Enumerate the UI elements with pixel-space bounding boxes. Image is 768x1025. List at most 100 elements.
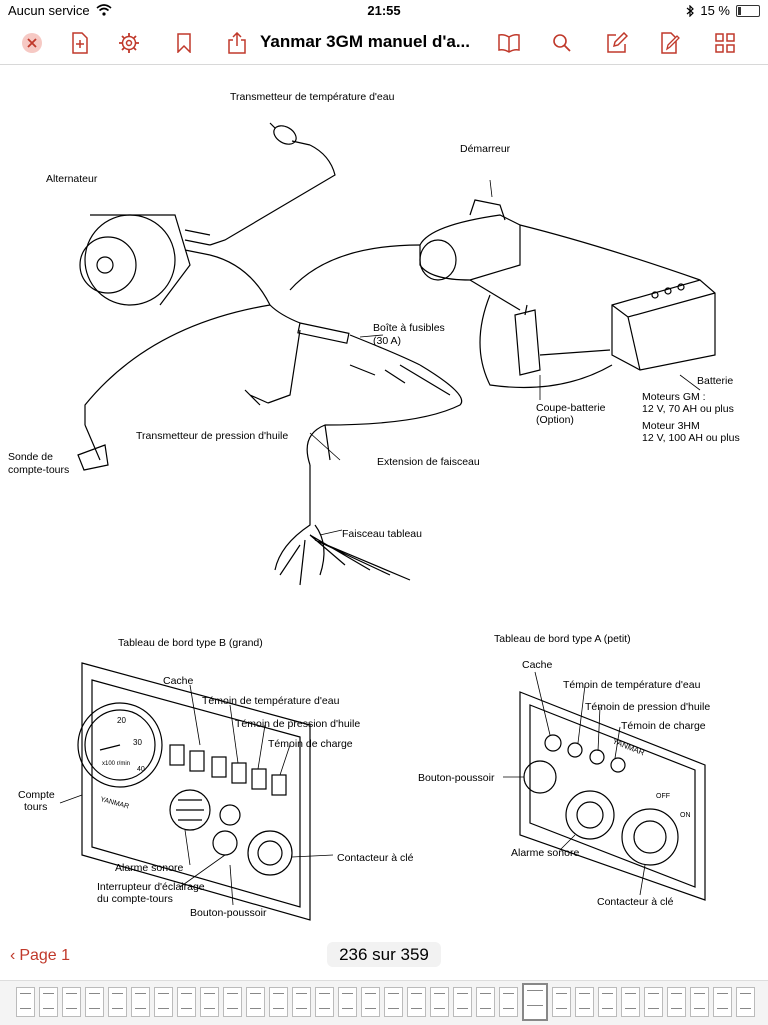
page-thumbnail[interactable] <box>644 987 663 1017</box>
page-thumbnail[interactable] <box>154 987 173 1017</box>
page-thumbnail[interactable] <box>621 987 640 1017</box>
label-alarm-a: Alarme sonore <box>511 847 579 859</box>
page-thumbnail[interactable] <box>246 987 265 1017</box>
label-push-button-a: Bouton-poussoir <box>418 772 495 784</box>
oil-sender-drawing <box>244 389 269 406</box>
temperature-sender-drawing <box>269 122 311 146</box>
label-extension: Extension de faisceau <box>377 456 480 468</box>
page-thumbnail[interactable] <box>108 987 127 1017</box>
add-page-icon <box>72 32 88 54</box>
page-thumbnail[interactable] <box>598 987 617 1017</box>
label-oil-sender: Transmetteur de pression d'huile <box>136 430 288 442</box>
panel-b-drawing <box>77 662 311 921</box>
page-thumbnail[interactable] <box>713 987 732 1017</box>
label-battery: Batterie <box>697 375 733 387</box>
label-charge-a: Témoin de charge <box>621 720 706 732</box>
search-button[interactable] <box>546 27 578 59</box>
fuse-box-drawing <box>297 322 350 344</box>
page-indicator-label: 236 sur 359 <box>327 942 441 967</box>
document-title: Yanmar 3GM manuel d'a... <box>260 32 471 51</box>
thumbnail-list <box>16 983 755 1021</box>
label-switch-2: (Option) <box>536 414 574 426</box>
page-thumbnail[interactable] <box>575 987 594 1017</box>
page-thumbnail[interactable] <box>736 987 755 1017</box>
page-thumbnail[interactable] <box>315 987 334 1017</box>
annotate-icon <box>661 32 680 54</box>
grid-view-button[interactable] <box>709 27 741 59</box>
label-fuse-box-1: Boîte à fusibles <box>373 322 445 334</box>
label-water-temp-b: Témoin de température d'eau <box>202 695 340 707</box>
label-hm-engine: Moteur 3HM <box>642 420 700 432</box>
page-thumbnail[interactable] <box>269 987 288 1017</box>
page-thumbnail-current[interactable] <box>522 983 548 1021</box>
thumbnail-strip[interactable] <box>0 980 768 1025</box>
page-thumbnail[interactable] <box>361 987 380 1017</box>
page-thumbnail[interactable] <box>667 987 686 1017</box>
document-page[interactable]: Transmetteur de température d'eau Démarr… <box>0 65 768 935</box>
page-thumbnail[interactable] <box>177 987 196 1017</box>
label-cover-a: Cache <box>522 659 553 671</box>
label-alternator: Alternateur <box>46 173 98 185</box>
share-button[interactable] <box>221 27 253 59</box>
chevron-left-icon: ‹ <box>10 947 16 964</box>
close-button[interactable] <box>16 27 48 59</box>
page-thumbnail[interactable] <box>552 987 571 1017</box>
wiring-diagram: Transmetteur de température d'eau Démarr… <box>8 91 740 921</box>
starter-drawing <box>419 199 521 281</box>
page-thumbnail[interactable] <box>200 987 219 1017</box>
bookmark-button[interactable] <box>168 27 200 59</box>
bookmark-icon <box>177 33 191 53</box>
label-gm-engines: Moteurs GM : <box>642 391 706 403</box>
page-thumbnail[interactable] <box>16 987 35 1017</box>
page-thumbnail[interactable] <box>430 987 449 1017</box>
page-thumbnail[interactable] <box>223 987 242 1017</box>
status-bar: Aucun service 21:55 15 % <box>0 0 768 22</box>
gauge-tick-30: 30 <box>133 738 142 747</box>
label-off: OFF <box>656 793 670 800</box>
book-icon <box>498 34 520 53</box>
page-thumbnail[interactable] <box>499 987 518 1017</box>
gauge-unit: x100 r/min <box>102 761 130 767</box>
page-thumbnail[interactable] <box>338 987 357 1017</box>
label-charge-b: Témoin de charge <box>268 738 353 750</box>
edit-button[interactable] <box>601 27 633 59</box>
gauge-tick-20: 20 <box>117 716 126 725</box>
carrier-status: Aucun service <box>8 3 112 18</box>
label-push-button-b: Bouton-poussoir <box>190 907 267 919</box>
label-switch-light-1: Interrupteur d'éclairage <box>97 881 205 893</box>
leader-lines <box>59 179 701 906</box>
page-thumbnail[interactable] <box>85 987 104 1017</box>
label-probe-1: Sonde de <box>8 451 53 463</box>
alternator-drawing <box>79 214 211 306</box>
annotate-button[interactable] <box>654 27 686 59</box>
page-info-bar: ‹ Page 1 236 sur 359 <box>0 940 768 974</box>
label-key-switch-a: Contacteur à clé <box>597 896 674 908</box>
back-to-page-button[interactable]: ‹ Page 1 <box>10 947 70 965</box>
library-button[interactable] <box>493 27 525 59</box>
page-thumbnail[interactable] <box>62 987 81 1017</box>
label-gm-spec: 12 V, 70 AH ou plus <box>642 403 734 415</box>
page-thumbnail[interactable] <box>39 987 58 1017</box>
label-panel-harness: Faisceau tableau <box>342 528 422 540</box>
battery-icon <box>736 4 760 17</box>
page-thumbnail[interactable] <box>407 987 426 1017</box>
page-thumbnail[interactable] <box>292 987 311 1017</box>
grid-icon <box>715 33 735 53</box>
tacho-probe-drawing <box>77 424 109 471</box>
page-thumbnail[interactable] <box>384 987 403 1017</box>
settings-button[interactable] <box>113 27 145 59</box>
back-page-label: Page 1 <box>19 947 71 964</box>
page-thumbnail[interactable] <box>453 987 472 1017</box>
page-indicator: 236 sur 359 <box>0 942 768 967</box>
page-thumbnail[interactable] <box>131 987 150 1017</box>
page-thumbnail[interactable] <box>476 987 495 1017</box>
label-panel-a-title: Tableau de bord type A (petit) <box>494 633 631 645</box>
label-temp-sender: Transmetteur de température d'eau <box>230 91 395 103</box>
page-thumbnail[interactable] <box>690 987 709 1017</box>
reader-toolbar: Yanmar 3GM manuel d'a... <box>0 22 768 65</box>
label-cover-b: Cache <box>163 675 194 687</box>
add-page-button[interactable] <box>64 27 96 59</box>
carrier-label: Aucun service <box>8 3 90 18</box>
wifi-icon <box>96 4 112 16</box>
label-panel-b-title: Tableau de bord type B (grand) <box>118 637 263 649</box>
